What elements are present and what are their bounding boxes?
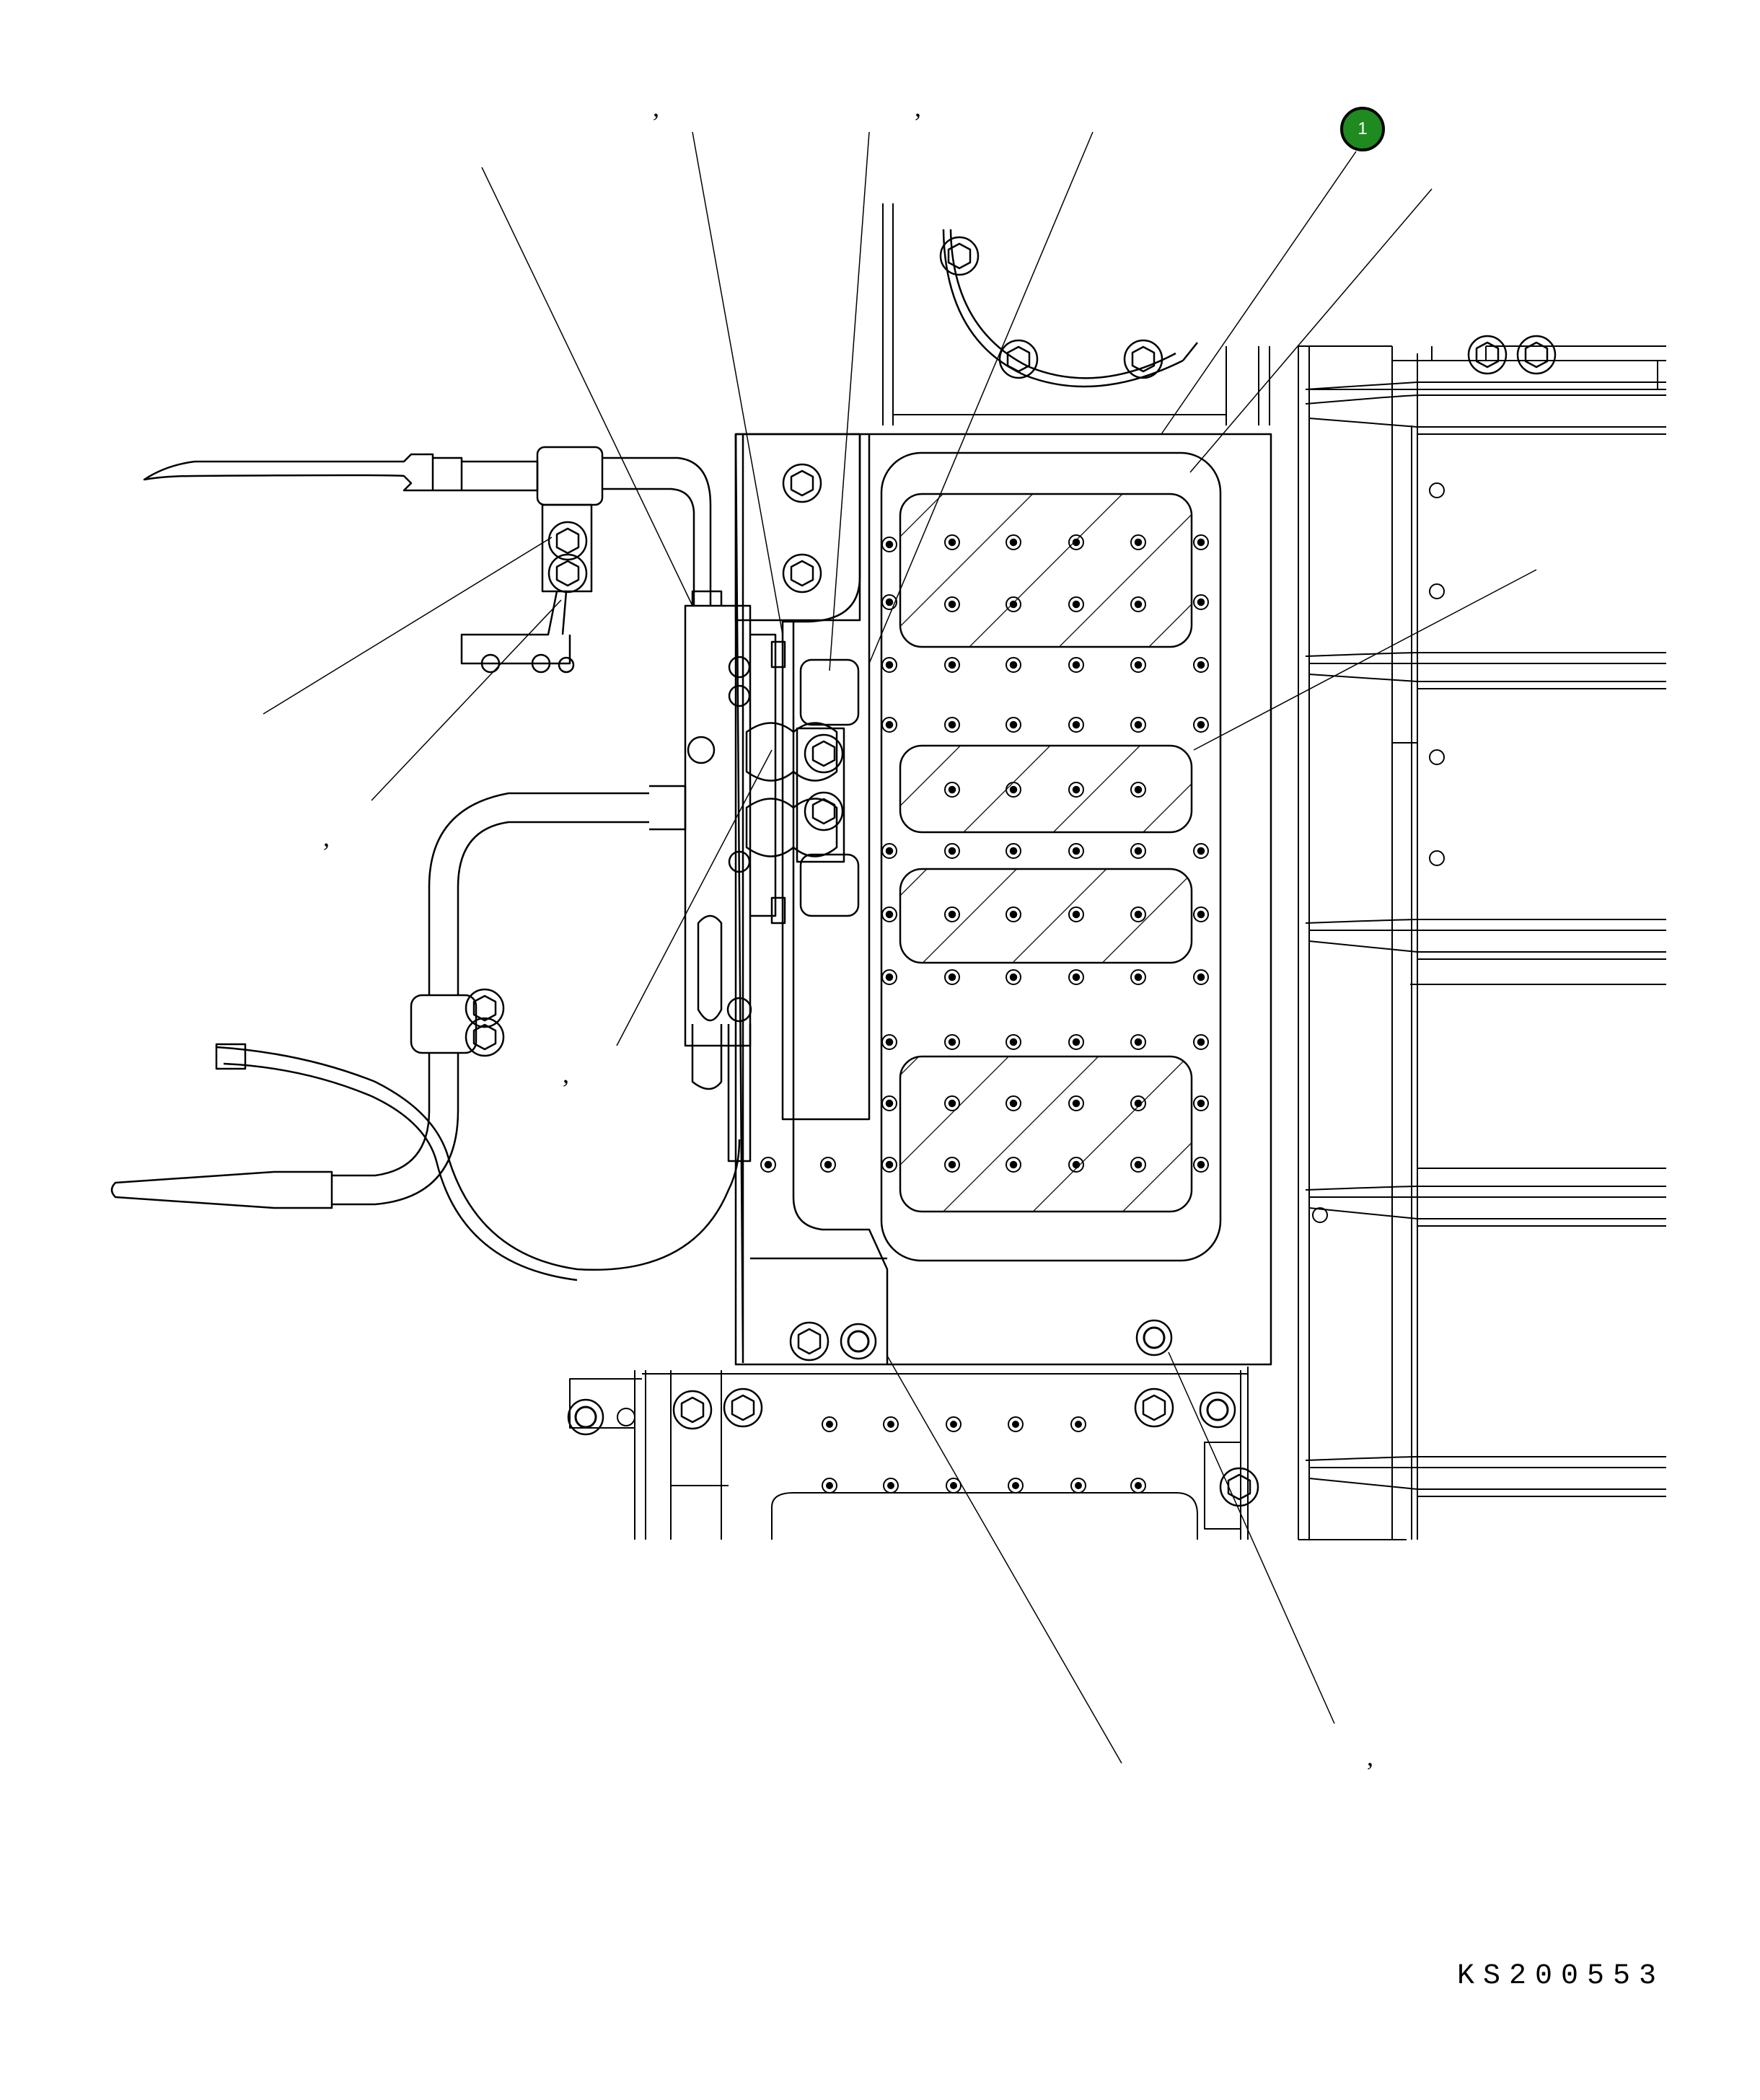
leader-mark: , xyxy=(563,1059,569,1088)
leader-mark: , xyxy=(323,823,330,852)
document-id: KS200553 xyxy=(1457,1960,1666,1993)
hoses xyxy=(110,446,741,1281)
hex-bolt-icon xyxy=(1516,335,1557,375)
hex-bolt-icon xyxy=(1467,335,1508,375)
leader-mark: , xyxy=(653,93,659,122)
leader-lines xyxy=(263,131,1537,1764)
main-panel xyxy=(734,433,1272,1366)
round-flange xyxy=(939,229,1198,388)
bottom-frame xyxy=(567,1367,1259,1540)
blade-rails xyxy=(1305,345,1666,1497)
frame-structure xyxy=(882,203,1666,1540)
callout-1-badge[interactable]: 1 xyxy=(1340,107,1385,151)
leader-mark: , xyxy=(915,93,921,122)
valve-block xyxy=(684,590,860,1162)
leader-mark: , xyxy=(1367,1742,1373,1771)
